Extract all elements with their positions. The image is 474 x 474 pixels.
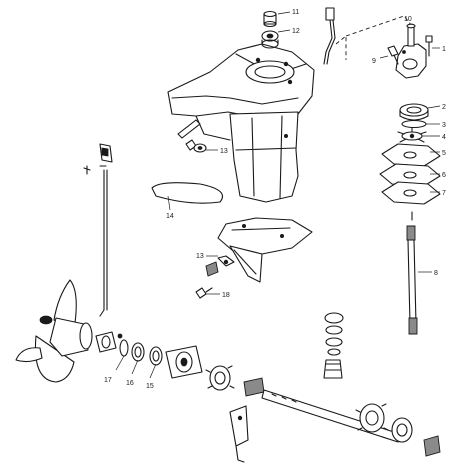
callout-5: 5 [442, 150, 446, 157]
callout-17: 17 [104, 377, 112, 384]
gasket-part-7-hole [403, 189, 417, 197]
pump-housing-part-10 [395, 23, 427, 79]
plate-part-6-hole [403, 171, 417, 179]
thrust-hub [95, 331, 117, 353]
pinion-gear [323, 359, 343, 379]
assembly-line-water-tube [335, 35, 347, 60]
nut-part-12 [261, 30, 279, 49]
leader-16 [131, 359, 139, 375]
impeller-part-4 [397, 127, 427, 143]
bearing-part-16 [131, 342, 145, 362]
callout-1: 1 [442, 46, 446, 53]
callout-15: 15 [146, 383, 154, 390]
bolt-part-13-upper [185, 139, 207, 153]
leader-lines [167, 11, 441, 295]
callout-8: 8 [434, 270, 438, 277]
clutch-dog [243, 377, 265, 397]
bolt-part-18 [195, 287, 213, 299]
callout-18: 18 [222, 292, 230, 299]
shift-linkage [229, 405, 249, 463]
bolt-upper-left [177, 119, 201, 139]
propeller [15, 279, 93, 383]
callout-12: 12 [292, 28, 300, 35]
forward-gear [355, 403, 389, 433]
callout-labels: 1 2 3 4 5 6 7 8 9 10 11 12 13 13 14 15 1… [104, 9, 446, 390]
callout-13-lower: 13 [196, 253, 204, 260]
o-ring-part-3 [401, 119, 427, 129]
callout-11: 11 [292, 9, 299, 16]
driveshaft-bearing-stack [324, 312, 344, 356]
gasket-part-5-hole [403, 151, 417, 159]
screw-left [83, 165, 91, 175]
washer-part-13-lower [217, 255, 235, 267]
o-ring-part-17 [119, 339, 129, 357]
gasket-part-7 [381, 181, 441, 205]
grommet-part-11 [263, 10, 277, 28]
plate-part-6 [379, 163, 441, 187]
end-plug [423, 435, 441, 457]
driveshaft-housing [167, 43, 315, 203]
callout-14: 14 [166, 213, 174, 220]
callout-10: 10 [404, 16, 412, 23]
callout-9: 9 [372, 58, 376, 65]
seal-strip-part-14 [151, 182, 224, 204]
shift-rod [99, 143, 113, 317]
forward-bearing [391, 417, 413, 443]
callout-4: 4 [442, 134, 446, 141]
bearing-carrier [165, 345, 203, 379]
reverse-gear [205, 365, 235, 391]
screw-part-9 [387, 45, 399, 65]
leader-17 [115, 355, 125, 371]
driveshaft [406, 225, 418, 335]
clip-left [117, 333, 123, 339]
water-tube [323, 7, 336, 65]
leader-15 [149, 363, 157, 379]
callout-16: 16 [126, 380, 134, 387]
callout-2: 2 [442, 104, 446, 111]
plug-lower [205, 261, 219, 277]
gasket-part-5 [381, 143, 441, 167]
assembly-line-pump [345, 15, 413, 37]
callout-7: 7 [442, 190, 446, 197]
seal-part-15 [149, 346, 163, 366]
bolt-right-of-pump [425, 35, 433, 57]
callout-6: 6 [442, 172, 446, 179]
callout-13-upper: 13 [220, 148, 228, 155]
callout-3: 3 [442, 122, 446, 129]
lower-gearcase-cover [217, 217, 313, 283]
impeller-housing-part-2 [399, 103, 429, 121]
